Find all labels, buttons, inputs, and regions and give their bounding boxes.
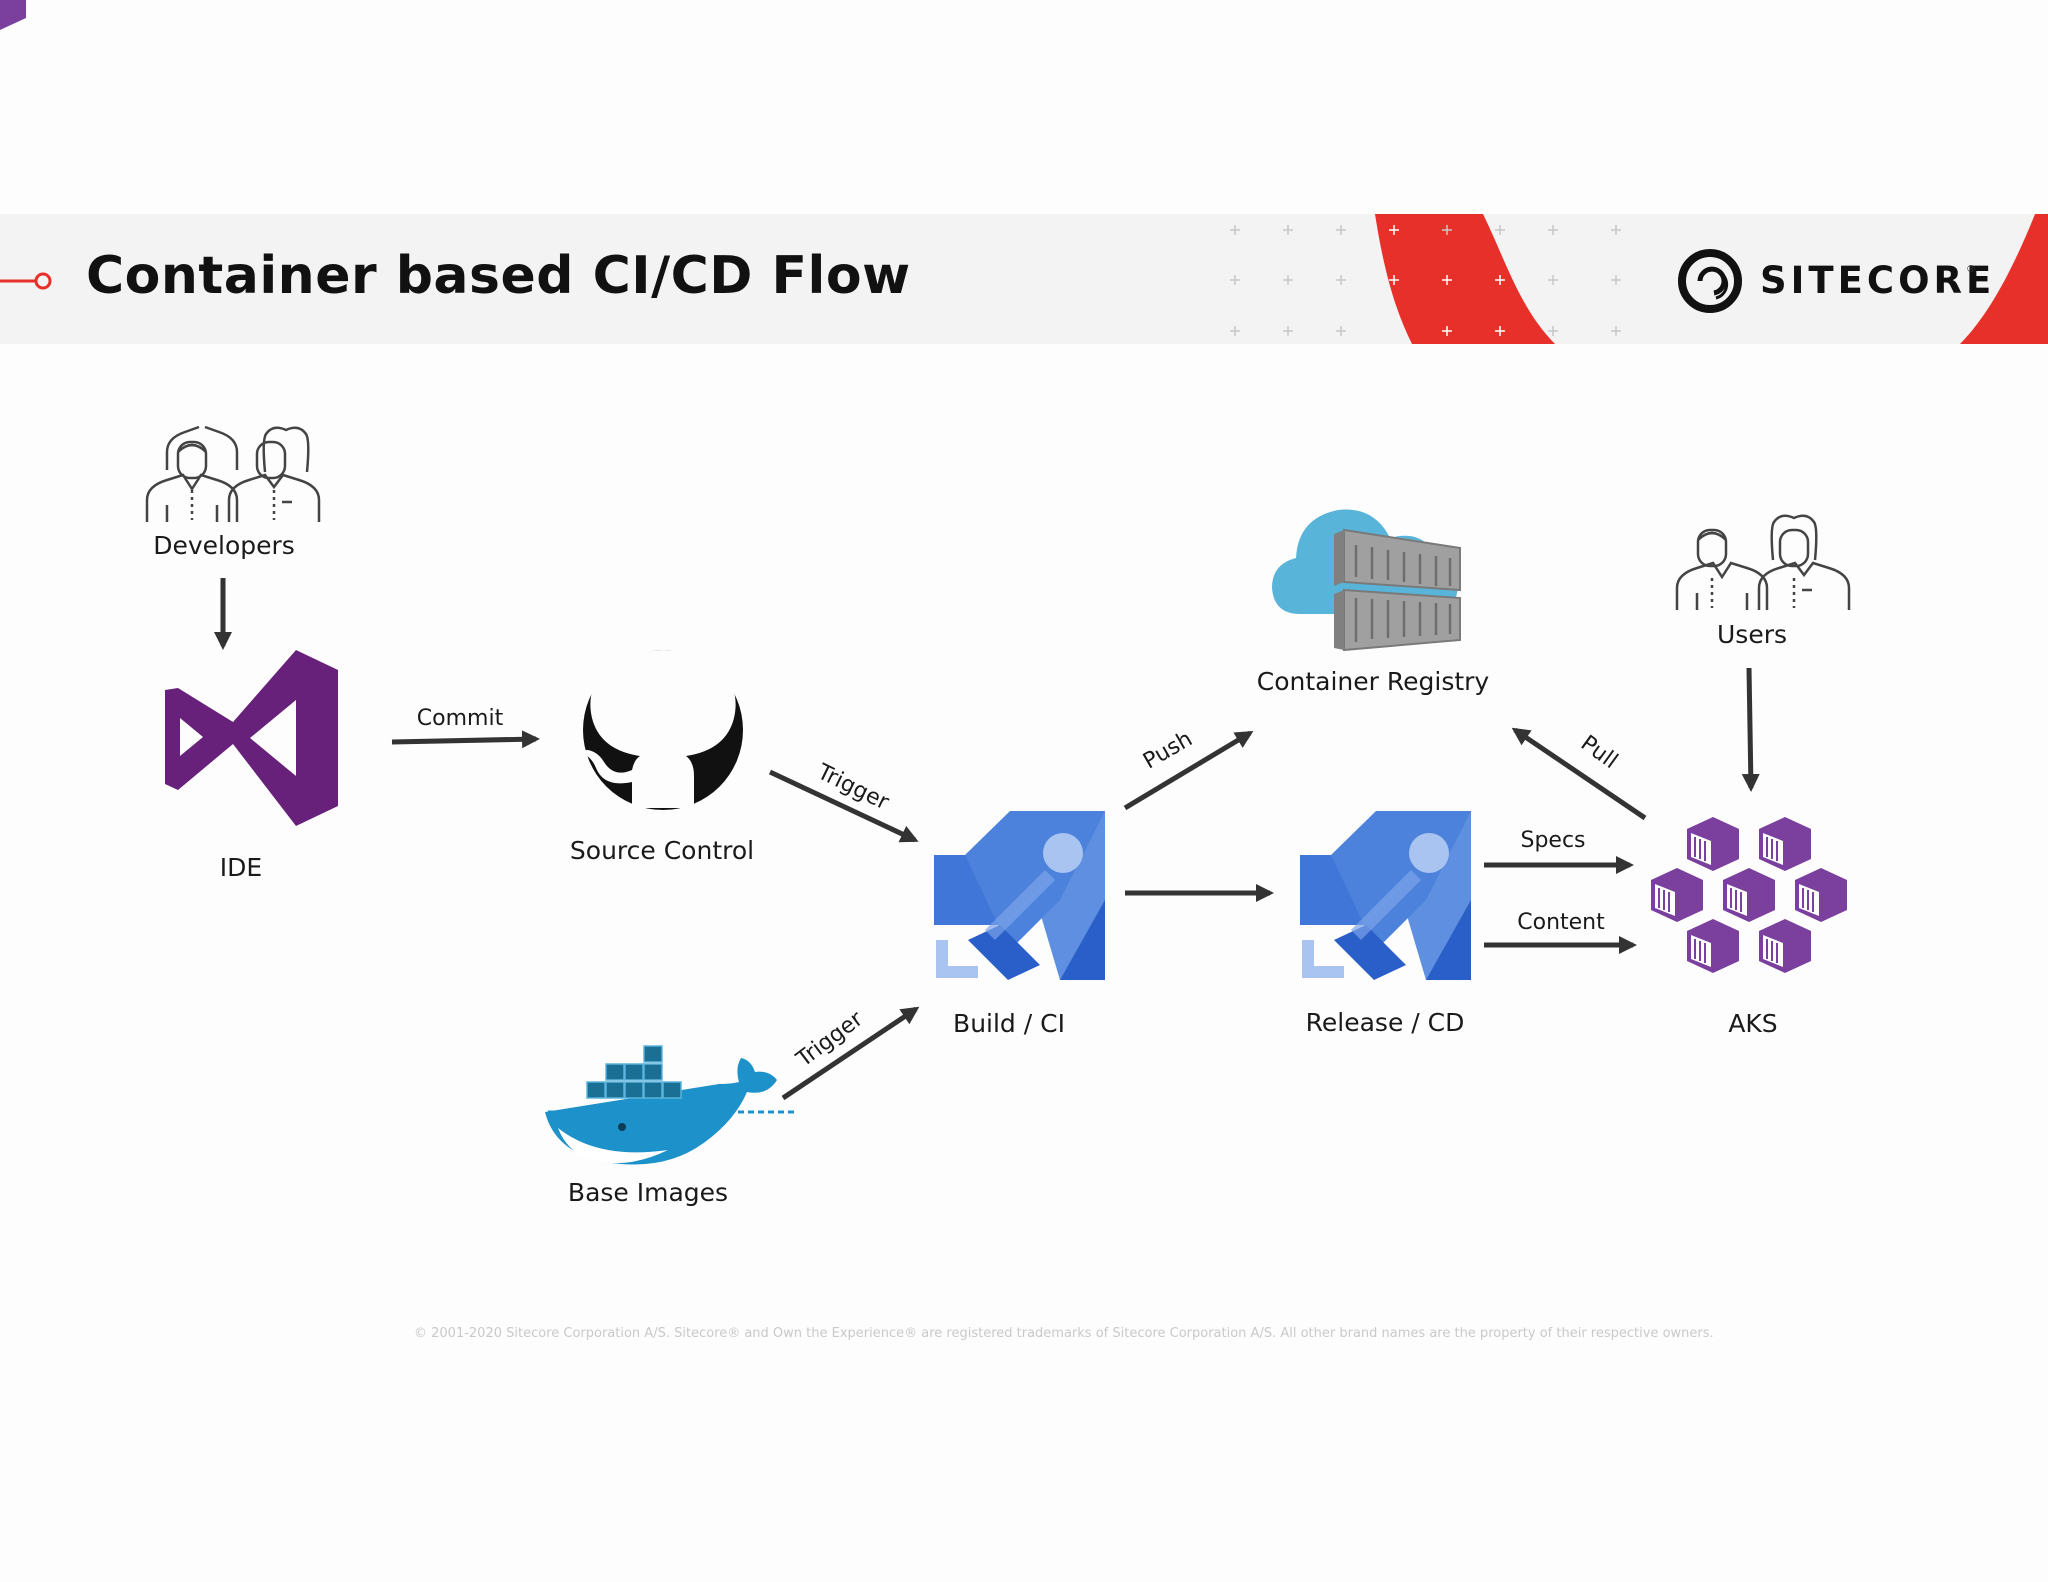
- node-label-build: Build / CI: [953, 1009, 1065, 1038]
- header-decoration: [0, 214, 2048, 344]
- header-red-band-right: [1960, 214, 2048, 344]
- arrow-trigger-source: [768, 769, 919, 843]
- node-label-source-control: Source Control: [569, 836, 755, 865]
- github-icon: [582, 642, 743, 810]
- slide-title: Container based CI/CD Flow: [86, 246, 911, 306]
- node-label-aks: AKS: [1728, 1009, 1778, 1038]
- arrow-pull: [1511, 727, 1647, 821]
- users-people-icon: [1675, 514, 1851, 610]
- node-label-developers: Developers: [153, 531, 295, 560]
- developers-people-icon: [145, 425, 321, 522]
- node-label-ide: IDE: [219, 853, 263, 882]
- visual-studio-icon: [165, 650, 338, 826]
- arrow-trigger-base: [781, 1006, 920, 1101]
- arrow-commit: [391, 730, 540, 749]
- container-registry-icon: [1272, 509, 1461, 652]
- edge-label-commit: Commit: [416, 706, 504, 731]
- node-label-release: Release / CD: [1305, 1008, 1465, 1037]
- plus-pattern: [1230, 225, 1621, 336]
- build-pipelines-icon: [934, 811, 1105, 980]
- title-connector-dot: [34, 272, 52, 290]
- arrow-users-to-aks: [1741, 667, 1760, 792]
- brand-registered-mark: ®: [1966, 264, 1976, 275]
- release-pipelines-icon: [1300, 811, 1471, 980]
- docker-icon: [545, 1045, 798, 1165]
- aks-cluster-icon: [0, 0, 1848, 974]
- arrow-push: [1123, 730, 1254, 811]
- node-label-base-images: Base Images: [567, 1178, 729, 1207]
- edge-label-specs: Specs: [1520, 828, 1586, 853]
- header-red-band-left: [1375, 214, 1555, 344]
- brand-name: SITECORE: [1760, 259, 1996, 302]
- edge-label-content: Content: [1517, 910, 1605, 935]
- header-band: [0, 214, 2048, 344]
- node-label-container-registry: Container Registry: [1256, 667, 1490, 696]
- node-label-users: Users: [1716, 620, 1788, 649]
- flow-arrows: [214, 578, 1760, 1101]
- sitecore-logo-icon: [1678, 249, 1742, 313]
- copyright-notice: © 2001-2020 Sitecore Corporation A/S. Si…: [414, 1326, 1714, 1341]
